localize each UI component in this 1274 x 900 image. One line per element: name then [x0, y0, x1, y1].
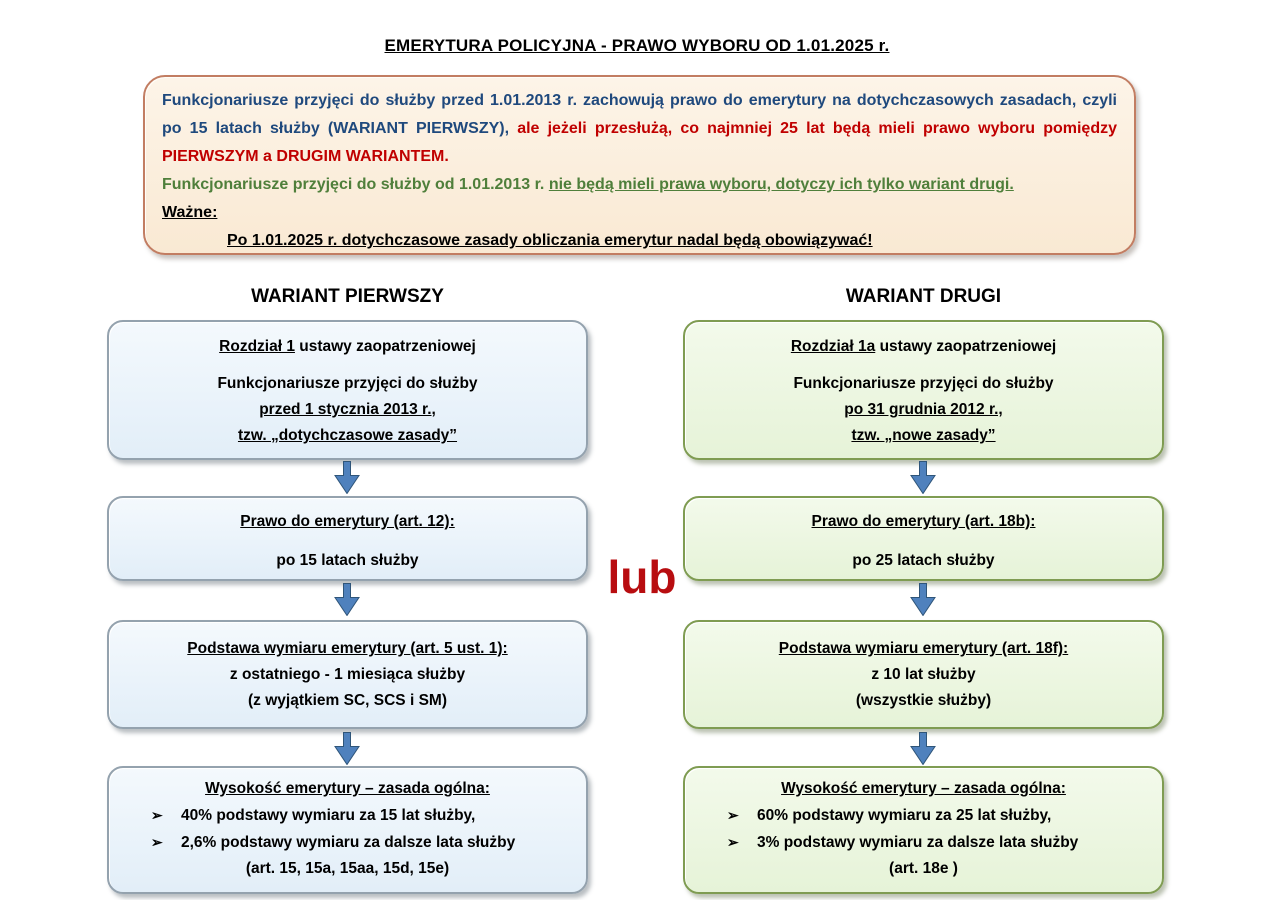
variant1-box-basis-line3: (z wyjątkiem SC, SCS i SM): [248, 692, 447, 709]
variant1-box-chapter-line2: Funkcjonariusze przyjęci do służby: [217, 375, 478, 392]
variant2-box-right-body: po 25 latach służby: [852, 552, 995, 569]
variant1-bullet-2: ➢2,6% podstawy wymiaru za dalsze lata sł…: [109, 829, 586, 856]
variant1-box-right-body: po 15 latach służby: [276, 552, 419, 569]
intro-text-green: Funkcjonariusze przyjęci do służby od 1.…: [162, 176, 549, 193]
down-arrow-icon: [334, 461, 360, 495]
variant1-box-chapter: Rozdział 1 ustawy zaopatrzeniowej Funkcj…: [107, 320, 588, 460]
variant2-box-basis-line3: (wszystkie służby): [855, 692, 992, 709]
down-arrow-icon: [910, 583, 936, 617]
variant1-box-basis-heading: Podstawa wymiaru emerytury (art. 5 ust. …: [187, 640, 508, 657]
variant1-box-amount: Wysokość emerytury – zasada ogólna: ➢40%…: [107, 766, 588, 894]
variant1-bullet-1: ➢40% podstawy wymiaru za 15 lat służby,: [109, 802, 586, 829]
variant2-box-right-to-pension: Prawo do emerytury (art. 18b): po 25 lat…: [683, 496, 1164, 581]
variant1-box-basis-line2: z ostatniego - 1 miesiąca służby: [229, 666, 466, 683]
intro-paragraph-1: Funkcjonariusze przyjęci do służby przed…: [162, 87, 1117, 171]
down-arrow-icon: [910, 461, 936, 495]
variant2-box-basis: Podstawa wymiaru emerytury (art. 18f): z…: [683, 620, 1164, 729]
variant2-box-amount-articles: (art. 18e ): [889, 860, 958, 877]
intro-text-blue: Funkcjonariusze przyjęci do służby przed…: [162, 92, 1117, 137]
variant2-bullet-2: ➢3% podstawy wymiaru za dalsze lata służ…: [685, 829, 1162, 856]
down-arrow-icon: [334, 583, 360, 617]
variant2-header: WARIANT DRUGI: [845, 286, 1002, 307]
variant1-box-basis: Podstawa wymiaru emerytury (art. 5 ust. …: [107, 620, 588, 729]
wazne-note: Po 1.01.2025 r. dotychczasowe zasady obl…: [227, 232, 873, 249]
page-title: EMERYTURA POLICYJNA - PRAWO WYBORU OD 1.…: [0, 36, 1274, 56]
variant2-box-chapter-heading: Rozdział 1a ustawy zaopatrzeniowej: [790, 338, 1057, 355]
wazne-label: Ważne:: [162, 204, 218, 221]
variant1-header: WARIANT PIERWSZY: [251, 286, 444, 307]
bullet-icon: ➢: [151, 807, 163, 823]
variant1-box-chapter-heading: Rozdział 1 ustawy zaopatrzeniowej: [219, 338, 476, 355]
or-connector: lub: [607, 551, 677, 603]
down-arrow-icon: [910, 732, 936, 766]
variant2-box-chapter-line3: po 31 grudnia 2012 r.,: [844, 401, 1003, 418]
variant1-box-amount-heading: Wysokość emerytury – zasada ogólna:: [205, 780, 490, 797]
variant1-box-amount-articles: (art. 15, 15a, 15aa, 15d, 15e): [245, 860, 450, 877]
variant1-box-chapter-line3: przed 1 stycznia 2013 r.,: [259, 401, 436, 418]
wazne-label-row: Ważne:: [162, 199, 1117, 227]
variant2-box-chapter-line4: tzw. „nowe zasady”: [851, 427, 996, 444]
intro-text-green-underlined: nie będą mieli prawa wyboru, dotyczy ich…: [548, 176, 1014, 193]
variant1-box-chapter-line4: tzw. „dotychczasowe zasady”: [237, 427, 458, 444]
variant1-box-right-heading: Prawo do emerytury (art. 12):: [240, 513, 455, 530]
intro-paragraph-2: Funkcjonariusze przyjęci do służby od 1.…: [162, 171, 1117, 199]
page-title-text: EMERYTURA POLICYJNA - PRAWO WYBORU OD 1.…: [384, 36, 890, 55]
intro-text-red: ale jeżeli przesłużą, co najmniej 25 lat…: [162, 120, 1117, 165]
variant2-box-amount: Wysokość emerytury – zasada ogólna: ➢60%…: [683, 766, 1164, 894]
down-arrow-icon: [334, 732, 360, 766]
wazne-note-row: Po 1.01.2025 r. dotychczasowe zasady obl…: [162, 227, 1117, 255]
variant2-box-basis-heading: Podstawa wymiaru emerytury (art. 18f):: [778, 640, 1069, 657]
variant2-bullet-1: ➢60% podstawy wymiaru za 25 lat służby,: [685, 802, 1162, 829]
variant2-box-basis-line2: z 10 lat służby: [871, 666, 976, 683]
bullet-icon: ➢: [727, 834, 739, 850]
variant2-box-chapter: Rozdział 1a ustawy zaopatrzeniowej Funkc…: [683, 320, 1164, 460]
variant2-box-chapter-line2: Funkcjonariusze przyjęci do służby: [793, 375, 1054, 392]
variant2-box-right-heading: Prawo do emerytury (art. 18b):: [811, 513, 1036, 530]
bullet-icon: ➢: [727, 807, 739, 823]
bullet-icon: ➢: [151, 834, 163, 850]
intro-box: Funkcjonariusze przyjęci do służby przed…: [143, 75, 1136, 255]
variant1-box-right-to-pension: Prawo do emerytury (art. 12): po 15 lata…: [107, 496, 588, 581]
variant2-box-amount-heading: Wysokość emerytury – zasada ogólna:: [781, 780, 1066, 797]
